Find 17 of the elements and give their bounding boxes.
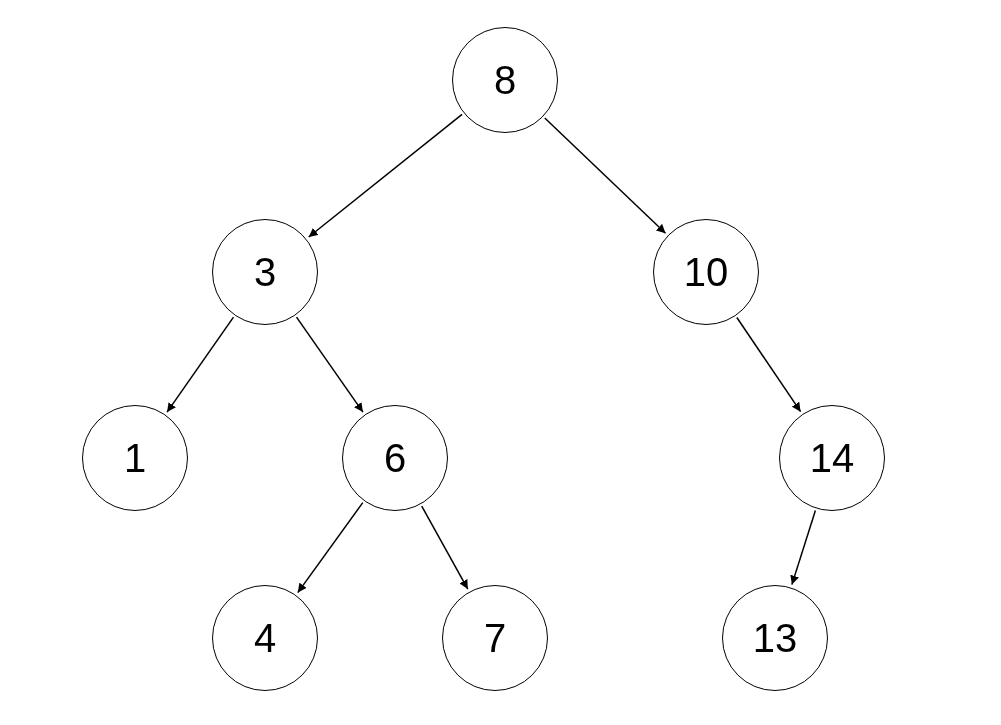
arrow	[420, 505, 469, 590]
node-value: 13	[752, 618, 798, 658]
arrow	[166, 316, 235, 413]
node-value: 7	[483, 618, 507, 658]
node-value: 14	[809, 438, 855, 478]
node-value: 10	[683, 252, 729, 292]
arrow	[308, 113, 463, 238]
node-value: 6	[383, 438, 407, 478]
node-value: 3	[253, 252, 277, 292]
node-value: 1	[123, 438, 147, 478]
node-value: 8	[493, 60, 517, 100]
arrow	[297, 501, 364, 594]
arrow	[544, 117, 667, 235]
arrow	[790, 509, 817, 586]
node-value: 4	[253, 618, 277, 658]
arrow	[295, 316, 364, 413]
arrow	[736, 316, 802, 413]
